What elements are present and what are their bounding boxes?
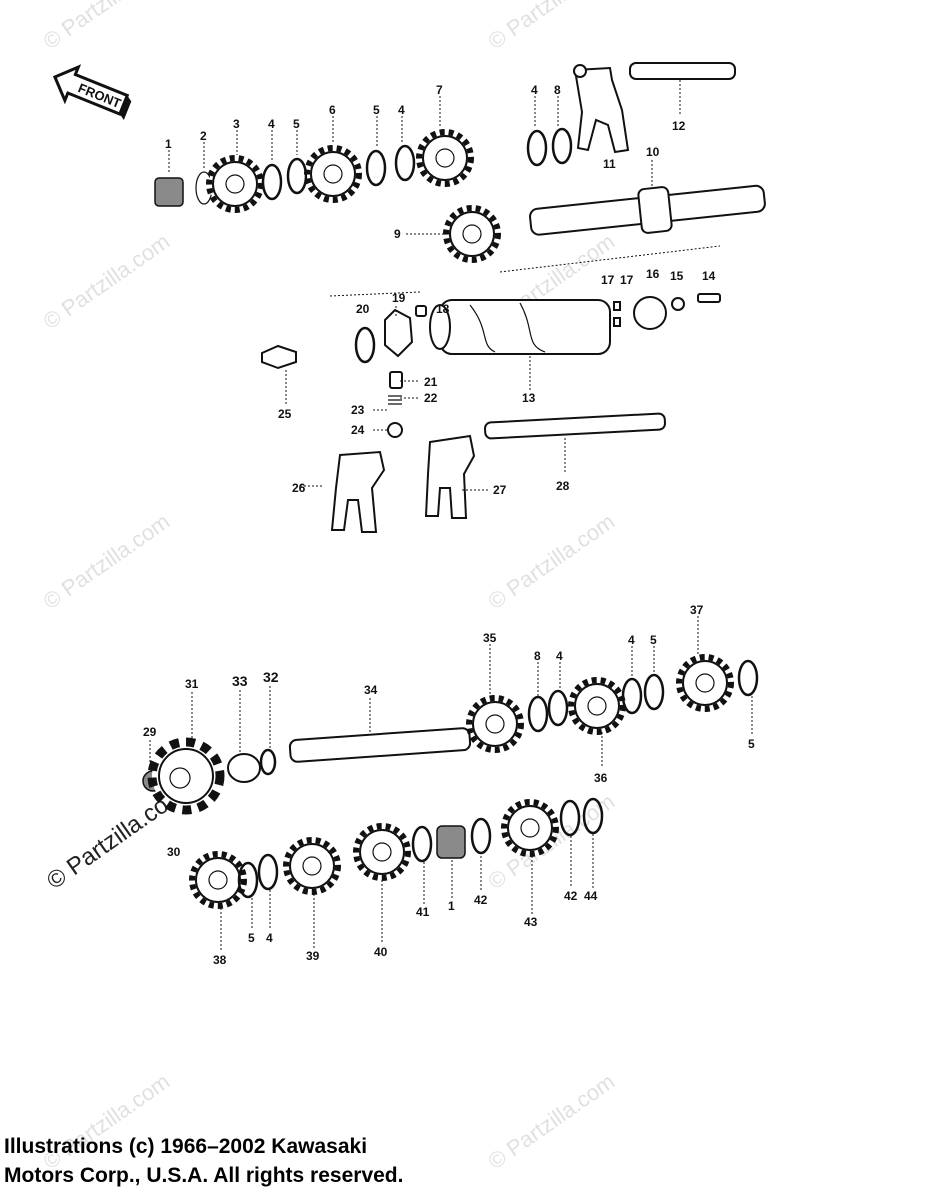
cam-plate-part (384, 308, 414, 358)
callout-43: 43 (524, 915, 538, 929)
callout-8: 8 (554, 83, 561, 97)
callout-29: 29 (143, 725, 157, 739)
callout-11: 11 (603, 157, 616, 171)
callout-44: 44 (584, 889, 598, 903)
copyright-line-2: Motors Corp., U.S.A. All rights reserved… (4, 1164, 404, 1187)
callout-41: 41 (416, 905, 430, 919)
callout-9: 9 (394, 227, 401, 241)
callout-3: 3 (233, 117, 240, 131)
callout-35: 35 (483, 631, 497, 645)
callout-13: 13 (522, 391, 536, 405)
callout-32: 32 (263, 669, 279, 685)
callout-38: 38 (213, 953, 227, 967)
callout-19: 19 (392, 291, 406, 305)
shift-fork-part (330, 450, 386, 533)
callout-2: 2 (200, 129, 207, 143)
callout-30: 30 (167, 845, 181, 859)
callout-5: 5 (650, 633, 657, 647)
callout-4: 4 (268, 117, 275, 131)
neutral-switch-part (261, 344, 297, 370)
shift-rod-part (629, 62, 736, 80)
callout-42: 42 (474, 893, 488, 907)
callout-27: 27 (493, 483, 507, 497)
callout-5: 5 (748, 737, 755, 751)
callout-4: 4 (266, 931, 273, 945)
callout-28: 28 (556, 479, 570, 493)
drive-shaft-part (288, 727, 472, 763)
callout-5: 5 (293, 117, 300, 131)
callout-24: 24 (351, 423, 365, 437)
copyright-notice: Illustrations (c) 1966–2002 Kawasaki Mot… (4, 1132, 564, 1190)
callout-34: 34 (364, 683, 378, 697)
shift-fork-part (424, 434, 476, 519)
callout-7: 7 (436, 83, 443, 97)
callout-17: 17 (620, 273, 634, 287)
callout-33: 33 (232, 673, 248, 689)
callout-20: 20 (356, 302, 370, 316)
watermark-text: © Partzilla.com (484, 509, 620, 615)
leader-lines (149, 80, 753, 952)
callout-37: 37 (690, 603, 704, 617)
collar-part (227, 753, 261, 783)
callout-15: 15 (670, 269, 684, 283)
callout-10: 10 (646, 145, 660, 159)
callout-4: 4 (398, 103, 405, 117)
callout-5: 5 (373, 103, 380, 117)
callout-8: 8 (534, 649, 541, 663)
callout-1: 1 (165, 137, 172, 151)
callout-4: 4 (628, 633, 635, 647)
callout-18: 18 (436, 302, 450, 316)
callout-labels: 1 2 3 4 5 6 5 4 7 4 8 11 12 10 9 17 17 1… (143, 83, 755, 967)
callout-4: 4 (531, 83, 538, 97)
callout-31: 31 (185, 677, 199, 691)
callout-12: 12 (672, 119, 686, 133)
needle-bearing-part (436, 825, 466, 859)
callout-40: 40 (374, 945, 388, 959)
callout-5: 5 (248, 931, 255, 945)
needle-bearing-part (154, 177, 184, 207)
callout-36: 36 (594, 771, 608, 785)
upper-assembly (154, 62, 766, 297)
copyright-line-1: Illustrations (c) 1966–2002 Kawasaki (4, 1135, 368, 1158)
callout-39: 39 (306, 949, 320, 963)
callout-26: 26 (292, 481, 306, 495)
callout-1: 1 (448, 899, 455, 913)
callout-21: 21 (424, 375, 438, 389)
callout-6: 6 (329, 103, 336, 117)
callout-4: 4 (556, 649, 563, 663)
shift-drum-part (439, 299, 611, 355)
shift-fork-part (573, 66, 630, 154)
callout-17: 17 (601, 273, 615, 287)
callout-14: 14 (702, 269, 716, 283)
watermark-text: © Partzilla.com (39, 229, 175, 335)
front-arrow-icon: FRONT (52, 64, 132, 120)
watermark-text: © Partzilla.com (39, 0, 175, 54)
callout-16: 16 (646, 267, 660, 281)
lower-assembly (142, 657, 759, 906)
watermark-text: © Partzilla.com (39, 509, 175, 615)
callout-25: 25 (278, 407, 292, 421)
callout-22: 22 (424, 391, 438, 405)
watermark-text: © Partzilla.com (484, 0, 620, 54)
shift-drum-assembly (261, 293, 721, 533)
callout-23: 23 (351, 403, 365, 417)
callout-42: 42 (564, 889, 578, 903)
shift-rod-part (484, 412, 666, 440)
